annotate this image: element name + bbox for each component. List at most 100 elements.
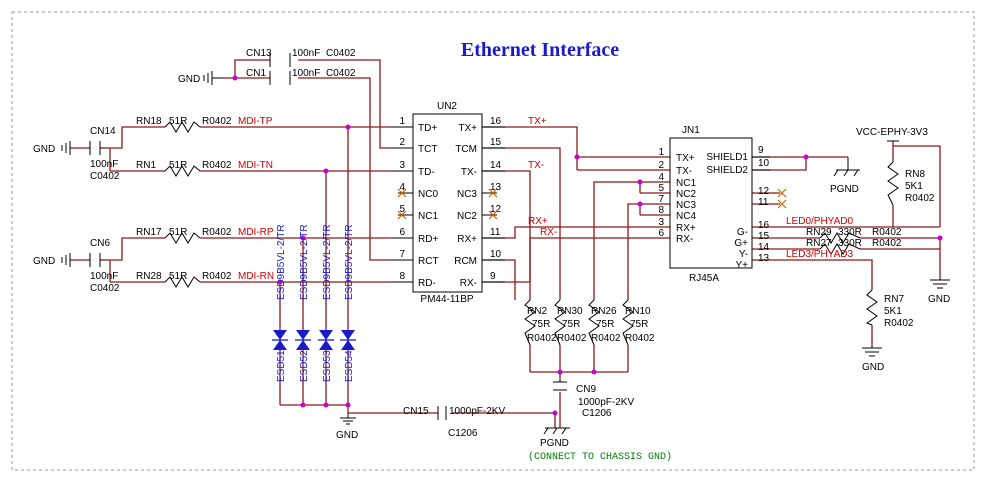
jn1-pin-number: 3 [658,217,664,228]
un2-pin-name: TD- [418,167,435,178]
net-label-mdi-tn: MDI-TN [238,160,273,171]
gnd-label: GND [178,74,200,85]
un2-pin-name: NC3 [457,189,477,200]
jn1-pin-name: RX+ [676,223,696,234]
un2-pin-number: 9 [490,271,496,282]
jn1-pin-name: NC1 [676,178,696,189]
esd-part-label: ESD9B5VL-2/TR [344,224,355,300]
jn1-pin-number: 4 [658,172,664,183]
led-resistor-footprint: R0402 [872,227,902,238]
capacitor-footprint: C0402 [90,171,120,182]
jn1-pin-name: SHIELD2 [706,165,748,176]
termination-resistor-ref: RN26 [591,306,617,317]
pull-resistor-ref: RN7 [884,294,904,305]
jn1-pin-number: 12 [758,186,770,197]
capacitor-footprint: C0402 [326,48,356,59]
un2-pin-number: 5 [399,204,405,215]
resistor-ref: RN18 [136,116,162,127]
net-label-mdi-rp: MDI-RP [238,227,274,238]
un2-pin-name: TX+ [458,123,477,134]
termination-resistor-footprint: R0402 [591,333,621,344]
un2-pin-number: 2 [399,137,405,148]
net-label-mdi-rn: MDI-RN [238,271,274,282]
resistor-ref: RN1 [136,160,156,171]
net-label-led0: LED0/PHYAD0 [786,216,854,227]
net-label-rx-plus: RX+ [528,216,548,227]
un2-pin-labels: 1TD+2TCT3TD-4NC05NC16RD+7RCT8RD-16TX+15T… [399,116,501,289]
un2-pin-name: TCT [418,144,437,155]
junction-dots [232,75,943,416]
termination-resistors [524,161,899,346]
un2-pin-name: TX- [461,167,477,178]
pull-resistor-footprint: R0402 [905,193,935,204]
jn1-pin-name: G- [737,227,748,238]
vcc-label: VCC-EPHY-3V3 [856,127,928,138]
led-resistor-ref: RN29 [806,227,832,238]
resistor-value: 51R [169,227,187,238]
net-label-rx-minus: RX- [540,227,557,238]
jn1-pin-number: 10 [758,158,770,169]
jn1-pin-name: Y+ [735,260,748,271]
un2-pin-number: 16 [490,116,502,127]
pull-resistor-value: 5K1 [884,306,902,317]
un2-pin-number: 11 [490,227,501,238]
net-label-led3: LED3/PHYAD3 [786,249,854,260]
pull-resistor-footprint: R0402 [884,318,914,329]
net-label-mdi-tp: MDI-TP [238,116,273,127]
termination-resistor-value: 75R [562,319,580,330]
jn1-pin-number: 6 [658,228,664,239]
pull-resistor-ref: RN8 [905,169,925,180]
jn1-part: RJ45A [689,273,719,284]
termination-resistor-value: 75R [532,319,550,330]
capacitor-footprint: C0402 [90,283,120,294]
capacitor-ref: CN9 [576,384,596,395]
un2-pin-number: 3 [399,160,405,171]
chassis-note: (CONNECT TO CHASSIS GND) [528,451,672,463]
un2-pin-number: 6 [399,227,405,238]
un2-pin-name: TCM [455,144,477,155]
un2-pin-name: RCM [454,256,477,267]
capacitor-ref: CN6 [90,238,110,249]
capacitor-ref: CN14 [90,126,116,137]
wires [70,59,941,428]
jn1-pin-name: TX+ [676,153,695,164]
resistor-footprint: R0402 [202,116,232,127]
esd-ref-label: ESD54 [344,350,355,382]
capacitor-footprint: C0402 [326,68,356,79]
jn1-pin-name: NC2 [676,189,696,200]
jn1-pin-name: NC3 [676,200,696,211]
termination-resistor-ref: RN10 [625,306,651,317]
esd-diodes [272,330,356,350]
gnd-label: GND [862,362,884,373]
un2-pin-name: RCT [418,256,439,267]
capacitor-ref: CN15 [403,406,429,417]
resistor-footprint: R0402 [202,160,232,171]
jn1-pin-number: 1 [658,147,664,158]
jn1-pin-number: 5 [658,183,664,194]
jn1-pin-name: Y- [739,249,748,260]
un2-pin-number: 1 [399,116,405,127]
gnd-label: GND [336,430,358,441]
gnd-label: GND [33,256,55,267]
resistor-ref: RN28 [136,271,162,282]
jn1-pin-name: NC4 [676,211,696,222]
esd-ref-label: ESD51 [276,350,287,382]
un2-pin-name: TD+ [418,123,437,134]
un2-component: UN2 PM44-11BP 1TD+2TCT3TD-4NC05NC16RD+7R… [390,101,505,305]
led-resistor-ref: RN27 [806,238,832,249]
resistor-value: 51R [169,116,187,127]
sheet-border [11,11,975,471]
esd-part-label: ESD9B5VL-2/TR [299,224,310,300]
termination-resistor-footprint: R0402 [557,333,587,344]
resistor-footprint: R0402 [202,227,232,238]
termination-resistor-footprint: R0402 [625,333,655,344]
jn1-pin-number: 8 [658,205,664,216]
led-resistor-footprint: R0402 [872,238,902,249]
termination-resistor-ref: RN30 [557,306,583,317]
esd-part-label: ESD9B5VL-2/TR [276,224,287,300]
jn1-pin-labels: 1TX+2TX-4NC15NC27NC38NC43RX+6RX-9SHIELD1… [658,145,769,271]
jn1-ref: JN1 [682,125,700,136]
gnd-label: GND [928,294,950,305]
